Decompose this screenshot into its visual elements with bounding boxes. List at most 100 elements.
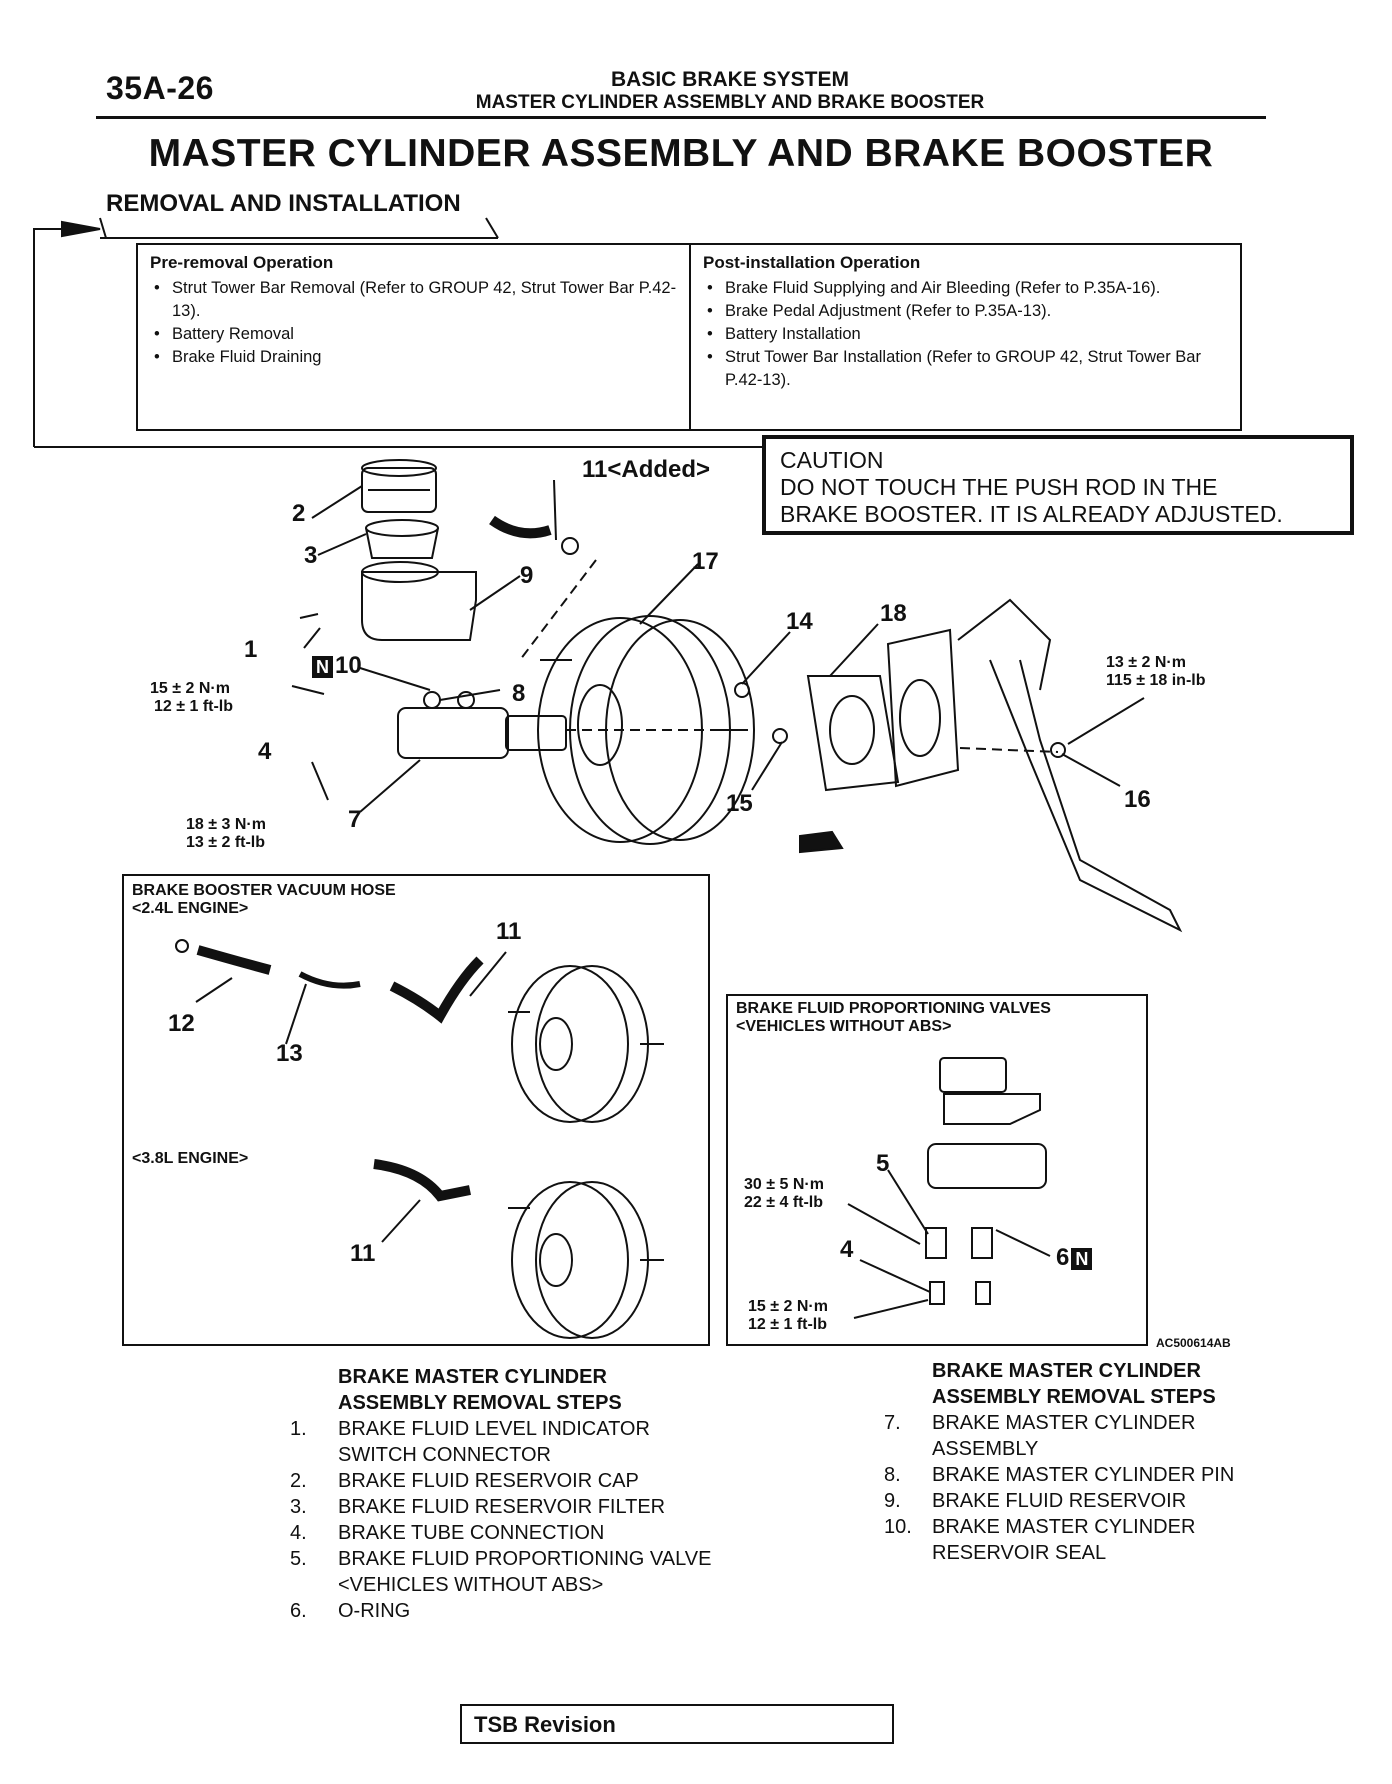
pre-removal-column: Pre-removal Operation Strut Tower Bar Re… <box>138 245 691 429</box>
callout-10-number: 10 <box>335 652 362 679</box>
removal-steps-left: BRAKE MASTER CYLINDER ASSEMBLY REMOVAL S… <box>290 1364 730 1624</box>
torque-value: 18 ± 3 N·m <box>186 816 266 833</box>
valve-callout-6-number: 6 <box>1056 1244 1070 1271</box>
pre-removal-list: Strut Tower Bar Removal (Refer to GROUP … <box>138 277 689 369</box>
callout-18: 18 <box>880 600 907 627</box>
vacuum-panel-heading: BRAKE BOOSTER VACUUM HOSE <2.4L ENGINE> <box>132 882 396 918</box>
step-item: 2. BRAKE FLUID RESERVOIR CAP <box>290 1468 730 1494</box>
valve-torque-5: 30 ± 5 N·m 22 ± 4 ft-lb <box>744 1176 824 1212</box>
reservoir-filter-drawing <box>365 519 439 537</box>
torque-value: 12 ± 1 ft-lb <box>154 698 234 715</box>
callout-16: 16 <box>1124 786 1151 813</box>
main-title: MASTER CYLINDER ASSEMBLY AND BRAKE BOOST… <box>148 132 1214 175</box>
step-item: 4. BRAKE TUBE CONNECTION <box>290 1520 730 1546</box>
step-number: 6. <box>290 1600 307 1622</box>
step-number: 2. <box>290 1470 307 1492</box>
page-number: 35A-26 <box>106 70 214 106</box>
step-text: BRAKE FLUID RESERVOIR CAP <box>338 1470 639 1492</box>
reservoir-drawing <box>361 571 477 641</box>
master-cylinder-drawing <box>397 707 509 759</box>
steps-heading: ASSEMBLY REMOVAL STEPS <box>338 1392 622 1414</box>
step-item: 9.BRAKE FLUID RESERVOIR <box>884 1488 1264 1514</box>
torque-4: 15 ± 2 N·m 12 ± 1 ft-lb <box>150 680 233 716</box>
vacuum-panel-heading-line: <2.4L ENGINE> <box>132 900 249 917</box>
valve-panel-heading-line: <VEHICLES WITHOUT ABS> <box>736 1018 952 1035</box>
callout-9: 9 <box>520 562 534 589</box>
operations-box: Pre-removal Operation Strut Tower Bar Re… <box>136 243 1242 431</box>
post-installation-item: Brake Fluid Supplying and Air Bleeding (… <box>703 277 1240 300</box>
step-number: 8. <box>884 1464 901 1486</box>
gasket-drawing <box>806 675 900 792</box>
valve-torque-4: 15 ± 2 N·m 12 ± 1 ft-lb <box>748 1298 828 1334</box>
step-item: 5.BRAKE FLUID PROPORTIONING VALVE <VEHIC… <box>290 1546 730 1598</box>
step-number: 7. <box>884 1412 901 1434</box>
bracket-line <box>33 228 62 447</box>
section-title: REMOVAL AND INSTALLATION <box>106 190 461 217</box>
torque-value: 12 ± 1 ft-lb <box>748 1316 828 1333</box>
step-text: BRAKE FLUID PROPORTIONING VALVE <VEHICLE… <box>338 1548 712 1596</box>
header-rule <box>96 116 1266 119</box>
hose-11a-drawing <box>389 956 484 1024</box>
removal-steps-right: BRAKE MASTER CYLINDER ASSEMBLY REMOVAL S… <box>884 1358 1264 1566</box>
steps-heading: ASSEMBLY REMOVAL STEPS <box>932 1386 1216 1408</box>
torque-value: 115 ± 18 in-lb <box>1106 672 1206 689</box>
valve-panel-heading: BRAKE FLUID PROPORTIONING VALVES <VEHICL… <box>736 1000 1051 1036</box>
step-text: BRAKE TUBE CONNECTION <box>338 1522 605 1544</box>
pedal-bracket-drawing <box>886 628 960 788</box>
caution-box: CAUTION DO NOT TOUCH THE PUSH ROD IN THE… <box>762 435 1354 535</box>
callout-14: 14 <box>786 608 813 635</box>
hose-13-drawing <box>298 971 361 989</box>
post-installation-item: Strut Tower Bar Installation (Refer to G… <box>703 346 1240 392</box>
new-part-badge-icon: N <box>312 656 333 678</box>
torque-value: 15 ± 2 N·m <box>748 1298 828 1315</box>
caution-line: DO NOT TOUCH THE PUSH ROD IN THE <box>780 474 1218 500</box>
step-number: 9. <box>884 1490 901 1512</box>
valve-callout-5: 5 <box>876 1150 890 1177</box>
step-item: 8.BRAKE MASTER CYLINDER PIN <box>884 1462 1264 1488</box>
step-item: 10.BRAKE MASTER CYLINDER RESERVOIR SEAL <box>884 1514 1264 1566</box>
step-item: 7. BRAKE MASTER CYLINDER ASSEMBLY <box>884 1410 1264 1462</box>
step-text: BRAKE MASTER CYLINDER ASSEMBLY <box>932 1412 1196 1460</box>
callout-1: 1 <box>244 636 258 663</box>
vacuum-callout-12: 12 <box>168 1010 195 1037</box>
post-installation-item: Brake Pedal Adjustment (Refer to P.35A-1… <box>703 300 1240 323</box>
step-number: 10. <box>884 1516 912 1538</box>
vacuum-hose-panel <box>122 874 710 1346</box>
pre-removal-item: Brake Fluid Draining <box>150 346 689 369</box>
callout-4: 4 <box>258 738 272 765</box>
valve-panel-heading-line: BRAKE FLUID PROPORTIONING VALVES <box>736 1000 1051 1017</box>
bracket-arrow-icon <box>61 220 101 238</box>
step-number: 4. <box>290 1522 307 1544</box>
callout-15: 15 <box>726 790 753 817</box>
step-item: 3.BRAKE FLUID RESERVOIR FILTER <box>290 1494 730 1520</box>
torque-value: 15 ± 2 N·m <box>150 680 230 697</box>
step-text: BRAKE FLUID RESERVOIR FILTER <box>338 1496 666 1518</box>
vacuum-panel-heading-line: BRAKE BOOSTER VACUUM HOSE <box>132 882 396 899</box>
valve-callout-4: 4 <box>840 1236 854 1263</box>
valve-5-drawing <box>925 1227 947 1259</box>
pre-removal-item: Strut Tower Bar Removal (Refer to GROUP … <box>150 277 689 323</box>
torque-value: 13 ± 2 ft-lb <box>186 834 266 851</box>
header-subtitle: MASTER CYLINDER ASSEMBLY AND BRAKE BOOST… <box>475 92 985 113</box>
step-text: BRAKE FLUID LEVEL INDICATOR SWITCH CONNE… <box>338 1418 650 1466</box>
new-part-badge-icon: N <box>1071 1248 1093 1270</box>
callout-17: 17 <box>692 548 719 575</box>
steps-heading: BRAKE MASTER CYLINDER <box>338 1366 607 1388</box>
steps-heading: BRAKE MASTER CYLINDER <box>932 1360 1201 1382</box>
step-number: 1. <box>290 1418 307 1440</box>
callout-3: 3 <box>304 542 318 569</box>
torque-7: 18 ± 3 N·m 13 ± 2 ft-lb <box>186 816 266 852</box>
booster-small-1-drawing <box>511 965 629 1123</box>
header-title: BASIC BRAKE SYSTEM <box>610 68 850 91</box>
callout-8: 8 <box>512 680 526 707</box>
reservoir-cap-drawing <box>361 467 437 513</box>
pre-removal-heading: Pre-removal Operation <box>150 253 334 272</box>
valve-cap-drawing <box>939 1057 1007 1093</box>
post-installation-item: Battery Installation <box>703 323 1240 346</box>
pre-removal-item: Battery Removal <box>150 323 689 346</box>
step-text: O-RING <box>338 1600 411 1622</box>
caution-line: BRAKE BOOSTER. IT IS ALREADY ADJUSTED. <box>780 501 1283 527</box>
callout-2: 2 <box>292 500 306 527</box>
